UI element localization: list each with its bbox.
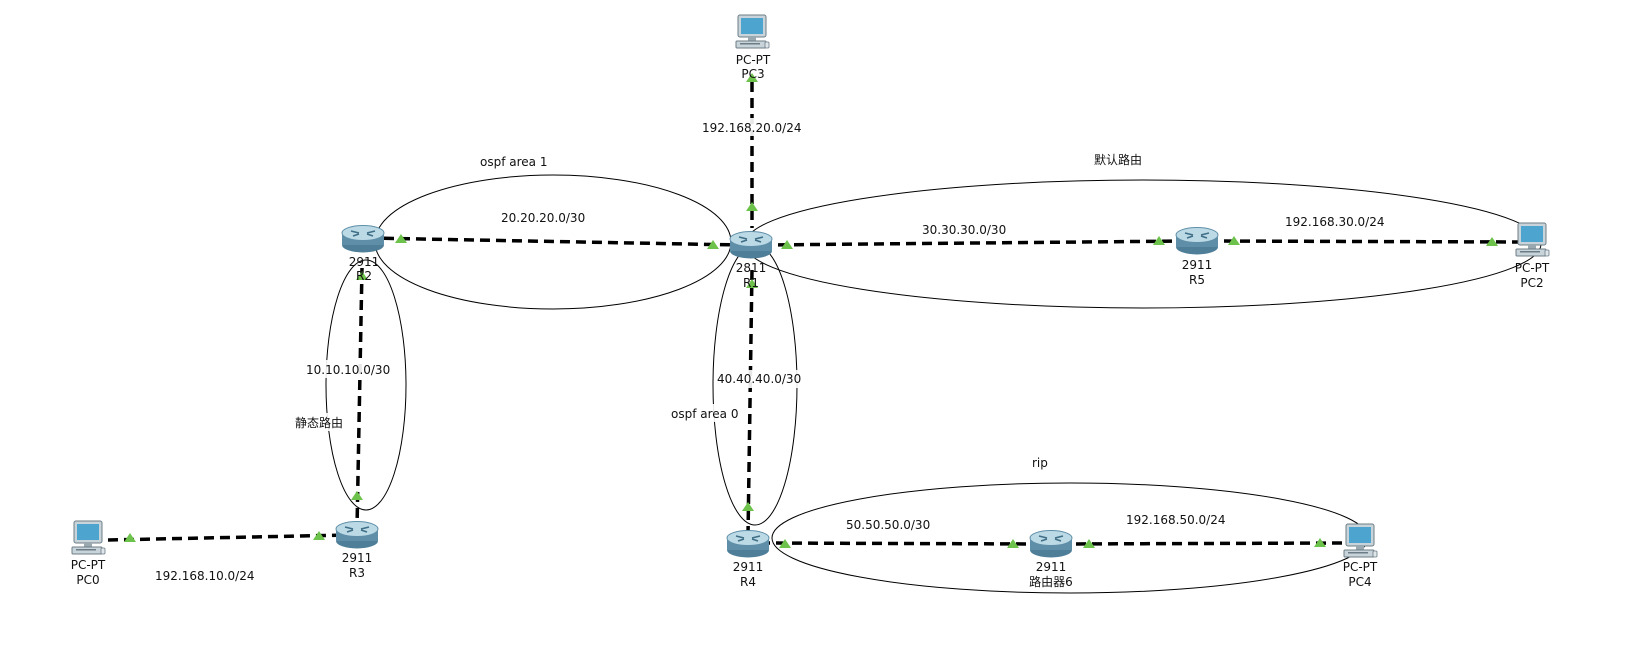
link-up-icon: [1228, 236, 1240, 245]
link-up-icon: [313, 531, 325, 540]
device-name: R4: [740, 575, 756, 589]
subnet-label-r1-r5: 30.30.30.0/30: [922, 223, 1006, 237]
device-pc2[interactable]: PC-PT PC2: [1515, 222, 1550, 290]
device-pc4[interactable]: PC-PT PC4: [1343, 523, 1378, 589]
link-r6-pc4[interactable]: [1059, 541, 1345, 546]
devices: PC-PT PC3 2911 R2 2811 R1 2911 R5 PC-PT …: [71, 14, 1550, 590]
subnet-label-r5-pc2: 192.168.30.0/24: [1285, 215, 1384, 229]
router-icon[interactable]: [729, 231, 773, 259]
device-name: PC3: [741, 67, 764, 81]
link-pc0-r3[interactable]: [107, 533, 349, 542]
device-model: 2911: [733, 560, 764, 574]
link-up-icon: [356, 271, 368, 280]
subnet-label-r1-r4: 40.40.40.0/30: [717, 372, 801, 386]
subnet-label-r6-pc4: 192.168.50.0/24: [1126, 513, 1225, 527]
link-up-icon: [746, 279, 758, 288]
device-model: 2911: [342, 551, 373, 565]
link-up-icon: [1486, 237, 1498, 246]
device-r5[interactable]: 2911 R5: [1175, 227, 1219, 288]
link-r1-r4[interactable]: [746, 269, 754, 536]
link-up-icon: [1083, 539, 1095, 548]
router-icon[interactable]: [1175, 227, 1219, 255]
device-model: PC-PT: [1343, 560, 1378, 574]
area-label-ospf-area-0: ospf area 0: [671, 407, 738, 421]
link-up-icon: [781, 240, 793, 249]
device-model: PC-PT: [71, 558, 106, 572]
link-up-icon: [1153, 236, 1165, 245]
device-r6[interactable]: 2911 路由器6: [1029, 530, 1073, 590]
device-r3[interactable]: 2911 R3: [335, 521, 379, 581]
link-up-icon: [351, 491, 363, 500]
subnet-label-r1-pc3: 192.168.20.0/24: [702, 121, 801, 135]
pc-icon[interactable]: [735, 14, 770, 49]
device-name: PC4: [1348, 575, 1371, 589]
link-status-indicators: [124, 73, 1498, 548]
link-r5-pc2[interactable]: [1207, 239, 1521, 244]
device-model: 2911: [349, 255, 380, 269]
link-up-icon: [779, 539, 791, 548]
subnet-label-r2-r3: 10.10.10.0/30: [306, 363, 390, 377]
router-icon[interactable]: [341, 225, 385, 253]
subnet-label-r4-r6: 50.50.50.0/30: [846, 518, 930, 532]
pc-icon[interactable]: [1343, 523, 1378, 558]
link-up-icon: [707, 240, 719, 249]
area-labels: ospf area 1 默认路由 静态路由 ospf area 0 rip: [292, 152, 1142, 470]
link-up-icon: [1314, 538, 1326, 547]
router-icon[interactable]: [335, 521, 379, 549]
link-r4-r6[interactable]: [759, 541, 1041, 546]
device-name: PC2: [1520, 276, 1543, 290]
area-label-default-route: 默认路由: [1094, 152, 1142, 167]
device-name: R2: [356, 269, 372, 283]
subnet-labels: 192.168.20.0/24 20.20.20.0/30 30.30.30.0…: [155, 118, 1384, 583]
link-r1-r5[interactable]: [761, 239, 1191, 247]
device-model: 2911: [1036, 560, 1067, 574]
pc-icon[interactable]: [71, 520, 106, 555]
device-pc3[interactable]: PC-PT PC3: [735, 14, 771, 81]
link-up-icon: [1007, 539, 1019, 548]
static-route-outline: [325, 259, 407, 511]
link-r2-r1[interactable]: [367, 236, 741, 247]
device-name: R3: [349, 566, 365, 580]
device-model: 2911: [1182, 258, 1213, 272]
device-model: PC-PT: [736, 53, 771, 67]
link-up-icon: [395, 234, 407, 243]
pc-icon[interactable]: [1515, 222, 1550, 257]
device-r2[interactable]: 2911 R2: [341, 225, 385, 284]
router-icon[interactable]: [1029, 530, 1073, 558]
links: [107, 82, 1521, 546]
device-name: PC0: [76, 573, 99, 587]
device-name: R5: [1189, 273, 1205, 287]
area-label-static-route: 静态路由: [295, 415, 343, 430]
device-model: 2811: [736, 261, 767, 275]
subnet-label-r2-r1: 20.20.20.0/30: [501, 211, 585, 225]
link-up-icon: [124, 533, 136, 542]
link-up-icon: [746, 202, 758, 211]
device-name: 路由器6: [1029, 574, 1073, 589]
link-r2-r3[interactable]: [355, 267, 364, 529]
device-model: PC-PT: [1515, 261, 1550, 275]
device-r1[interactable]: 2811 R1: [729, 231, 773, 291]
area-label-rip: rip: [1032, 456, 1048, 470]
device-r4[interactable]: 2911 R4: [726, 530, 770, 590]
area-label-ospf-area-1: ospf area 1: [480, 155, 547, 169]
link-up-icon: [746, 73, 758, 82]
subnet-label-pc0-r3: 192.168.10.0/24: [155, 569, 254, 583]
device-name: R1: [743, 276, 759, 290]
link-up-icon: [742, 502, 754, 511]
router-icon[interactable]: [726, 530, 770, 558]
device-pc0[interactable]: PC-PT PC0: [71, 520, 106, 587]
